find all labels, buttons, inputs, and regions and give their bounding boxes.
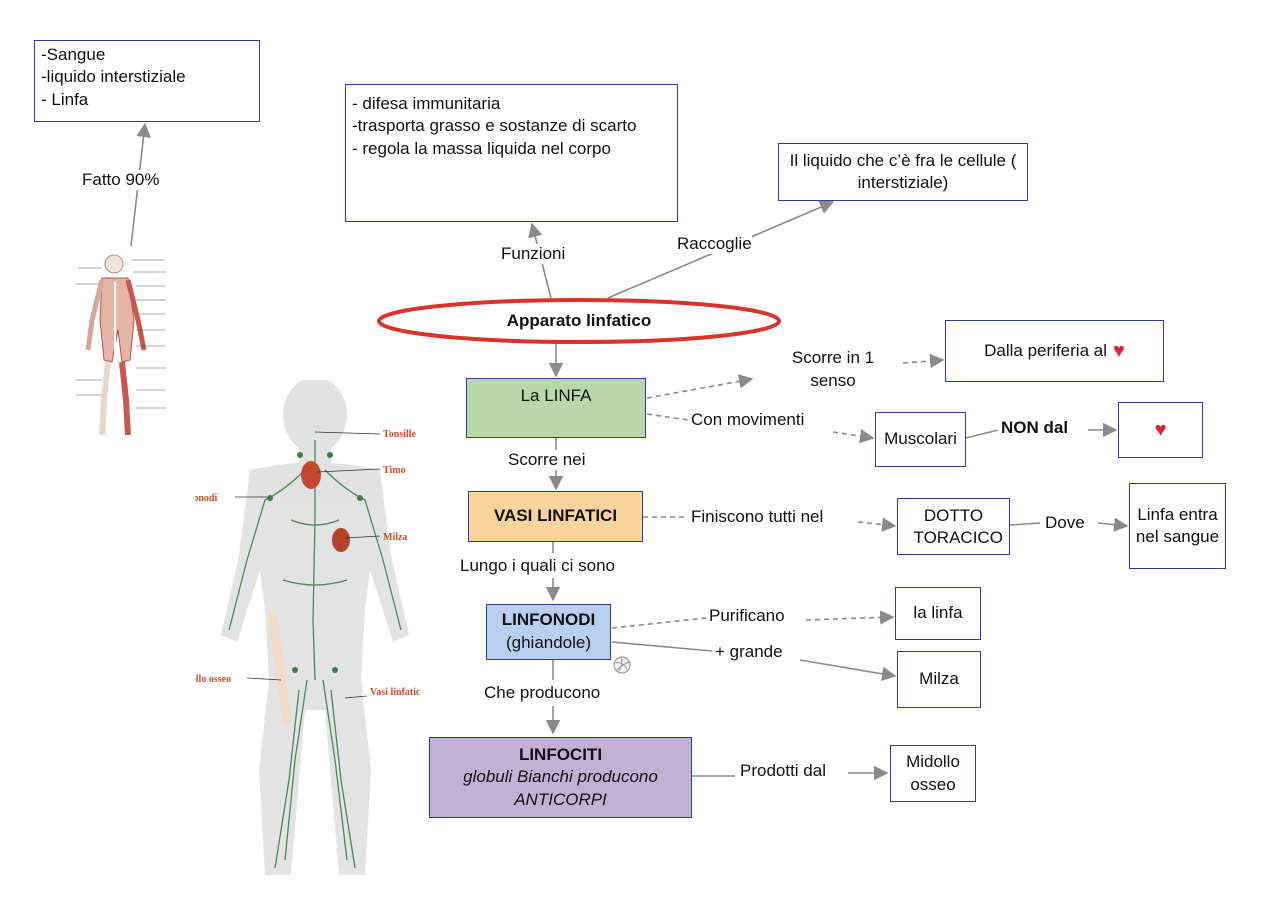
- linfa-label: La LINFA: [520, 386, 592, 405]
- skeleton-muscle-figure: [72, 250, 172, 440]
- la-linfa-box[interactable]: la linfa: [895, 587, 981, 640]
- figure-label-midollo: Midollo osseo: [195, 674, 231, 685]
- milza-text: Milza: [919, 669, 959, 689]
- edge-label-finiscono: Finiscono tutti nel: [691, 507, 824, 527]
- la-linfa-text: la linfa: [913, 603, 963, 623]
- figure-label-timo: Timo: [383, 465, 406, 476]
- composition-box[interactable]: -Sangue -liquido interstiziale - Linfa: [34, 40, 260, 122]
- edge-label-movimenti: Con movimenti: [691, 410, 805, 430]
- composition-line: - Linfa: [41, 89, 89, 109]
- muscolari-box[interactable]: Muscolari: [875, 412, 966, 467]
- edge-label-scorre-senso: Scorre in 1 senso: [768, 347, 898, 393]
- figure-label-vasi: Vasi linfatici: [370, 687, 420, 698]
- heart-box[interactable]: ♥: [1118, 402, 1203, 458]
- composition-line: -liquido interstiziale: [41, 67, 186, 87]
- linfonodi-sub: (ghiandole): [505, 633, 592, 652]
- muscolari-text: Muscolari: [884, 429, 957, 449]
- heart-icon: ♥: [1154, 418, 1167, 441]
- periferia-text: Dalla periferia al: [984, 340, 1107, 360]
- figure-label-milza: Milza: [383, 532, 407, 543]
- root-title[interactable]: Apparato linfatico: [506, 311, 652, 330]
- milza-box[interactable]: Milza: [897, 651, 981, 708]
- ball-icon: [613, 656, 631, 674]
- composition-line: -Sangue: [41, 45, 106, 64]
- linfonodi-box[interactable]: LINFONODI (ghiandole): [486, 604, 611, 660]
- edge-label-grande: + grande: [715, 642, 783, 662]
- heart-icon: ♥: [1112, 339, 1125, 362]
- root-ellipse: [377, 298, 781, 344]
- vasi-label: VASI LINFATICI: [493, 506, 618, 526]
- linfociti-title: LINFOCITI: [518, 745, 603, 765]
- edge-label-lungo: Lungo i quali ci sono: [460, 556, 616, 576]
- dotto-text: DOTTO TORACICO: [913, 506, 1003, 547]
- edge-label-fatto: Fatto 90%: [82, 170, 160, 190]
- lymphatic-system-figure: Tonsille Timo Linfonodi Milza Midollo os…: [195, 380, 420, 875]
- linfociti-sub: globuli Bianchi producono ANTICORPI: [463, 767, 658, 809]
- function-item: -trasporta grasso e sostanze di scarto: [352, 116, 637, 136]
- edge-label-scorre-nei: Scorre nei: [508, 450, 586, 470]
- linfociti-box[interactable]: LINFOCITI globuli Bianchi producono ANTI…: [429, 737, 692, 818]
- interstitial-box[interactable]: Il liquido che c’è fra le cellule ( inte…: [778, 143, 1028, 201]
- edge-label-purificano: Purificano: [709, 606, 785, 626]
- function-item: - regola la massa liquida nel corpo: [352, 138, 611, 158]
- edge-label-raccoglie: Raccoglie: [677, 234, 752, 254]
- midollo-text: Midollo osseo: [906, 752, 960, 794]
- edge-label-dove: Dove: [1045, 513, 1085, 533]
- sangue-box[interactable]: Linfa entra nel sangue: [1129, 483, 1226, 569]
- edge-label-producono: Che producono: [484, 683, 601, 703]
- edge-label-non-dal: NON dal: [1001, 418, 1069, 438]
- function-item: - difesa immunitaria: [352, 94, 501, 113]
- vasi-box[interactable]: VASI LINFATICI: [468, 491, 643, 542]
- interstitial-text: Il liquido che c’è fra le cellule ( inte…: [789, 150, 1017, 192]
- edge-label-funzioni: Funzioni: [501, 244, 566, 264]
- linfonodi-title: LINFONODI: [501, 610, 596, 630]
- midollo-box[interactable]: Midollo osseo: [890, 745, 976, 802]
- functions-box[interactable]: - difesa immunitaria -trasporta grasso e…: [345, 84, 678, 222]
- sangue-text: Linfa entra nel sangue: [1135, 504, 1220, 546]
- figure-label-linfonodi: Linfonodi: [195, 493, 217, 504]
- figure-label-tonsille: Tonsille: [383, 429, 417, 440]
- dotto-box[interactable]: DOTTO TORACICO: [897, 498, 1010, 555]
- edge-label-prodotti: Prodotti dal: [740, 761, 826, 781]
- periferia-box[interactable]: Dalla periferia al ♥: [945, 320, 1164, 382]
- linfa-box[interactable]: La LINFA: [466, 378, 646, 438]
